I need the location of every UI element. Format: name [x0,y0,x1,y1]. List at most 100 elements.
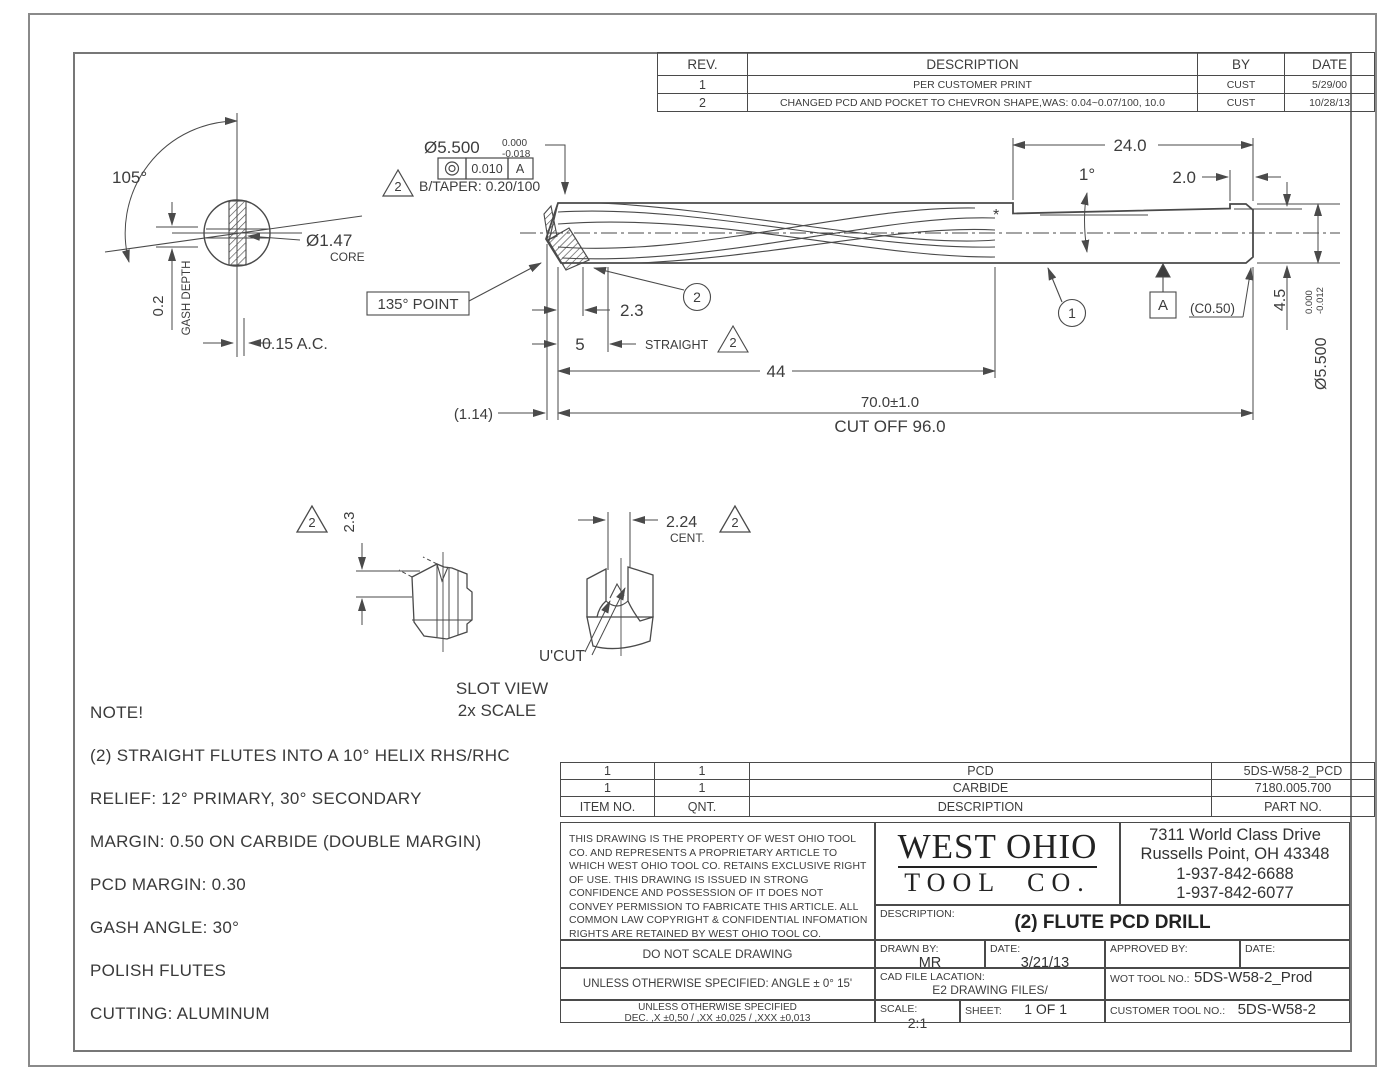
slot-view-title: SLOT VIEW [456,679,548,698]
address-line: Russells Point, OH 43348 [1140,845,1330,864]
shank-tol-lower: -0.012 [1315,287,1326,314]
leaders [366,262,1254,353]
wot-tool-no-value: 5DS-W58-2_Prod [1194,969,1313,986]
slot-view-scale: 2x SCALE [458,701,536,720]
front-callout [381,144,569,197]
drawn-by-value: MR [918,955,942,971]
slot-detail-views [295,504,752,656]
rev-col-header: REV. [657,52,748,76]
drill-outline [545,202,1254,264]
rev-1-date: 5/29/00 [1284,75,1375,94]
table-row: 2 CHANGED PCD AND POCKET TO CHEVRON SHAP… [657,93,1375,112]
note-line: (2) STRAIGHT FLUTES INTO A 10° HELIX RHS… [90,746,510,765]
date-label: DATE: [990,943,1021,955]
dim-70: 70.0±1.0 [861,394,919,411]
do-not-scale-cell: DO NOT SCALE DRAWING [560,940,875,968]
by-col-header: BY [1197,52,1285,76]
core-label: CORE [330,250,365,264]
description-col-header: DESCRIPTION [747,52,1198,76]
rev-flag-left-detail: 2 [308,515,315,530]
rev-flag-btaper: 2 [394,179,401,194]
gash-depth-value: 0.2 [150,296,167,317]
note-line: MARGIN: 0.50 ON CARBIDE (DOUBLE MARGIN) [90,832,482,851]
table-row: 1 1 PCD 5DS-W58-2_PCD [560,762,1375,780]
scale-label: SCALE: [880,1003,918,1015]
ac-dim: 0.15 A.C. [262,336,328,353]
front-callout-text: Ø5.500 0.000 -0.018 0.010 A 2 B/TAPER: 0… [394,138,540,194]
bom-qnt: 1 [654,762,750,780]
phone-number: 1-937-842-6688 [1176,864,1294,883]
dim-44: 44 [767,362,786,381]
customer-tool-no-label: CUSTOMER TOOL NO.: [1110,1005,1226,1017]
dim-2-0: 2.0 [1172,168,1196,187]
cutoff-note: CUT OFF 96.0 [834,417,945,436]
dim-1-14: (1.14) [454,406,493,423]
svg-text:Ø5.500: Ø5.500 [1313,337,1330,390]
decimal-tolerance-line2: DEC. ,X ±0,50 / ,XX ±0,025 / ,XXX ±0,013 [624,1013,811,1024]
point-angle-label: 135° POINT [377,296,458,313]
decimal-tolerance-line1: UNLESS OTHERWISE SPECIFIED [638,1002,797,1013]
cad-file-cell: CAD FILE LACATION: E2 DRAWING FILES/ [875,968,1105,1000]
customer-tool-no-value: 5DS-W58-2 [1237,1001,1316,1018]
cad-file-label: CAD FILE LACATION: [880,971,985,983]
angle-105-dim: 105° [112,168,147,187]
gash-depth-label: GASH DEPTH [181,261,193,336]
wot-tool-no-cell: WOT TOOL NO.: 5DS-W58-2_Prod [1105,968,1350,1000]
note-line: CUTTING: ALUMINUM [90,1004,270,1023]
dimension-lines [498,141,1322,417]
flute-runout-star: * [993,207,999,224]
table-row: 1 PER CUSTOMER PRINT CUST 5/29/00 [657,75,1375,94]
drill-side-view [366,138,1340,420]
customer-tool-no-cell: CUSTOMER TOOL NO.: 5DS-W58-2 [1105,1000,1350,1023]
detail-dim-2-24: 2.24 [666,514,697,531]
bom-item: 1 [560,779,655,797]
bom-description: CARBIDE [749,779,1212,797]
part-no-header: PART NO. [1211,796,1375,817]
dim-24: 24.0 [1113,136,1146,155]
note-line: GASH ANGLE: 30° [90,918,240,937]
bom-description: PCD [749,762,1212,780]
bom-item: 1 [560,762,655,780]
note-line: RELIEF: 12° PRIMARY, 30° SECONDARY [90,789,422,808]
fcf-tolerance: 0.010 [471,162,502,176]
address-line: 7311 World Class Drive [1149,826,1321,844]
side-view-text: 135° POINT 2 1 A (C0.50) * 2.3 5 STRAIGH… [377,136,1330,436]
notes-block: NOTE! (2) STRAIGHT FLUTES INTO A 10° HEL… [90,703,510,1024]
fcf-datum-ref: A [516,162,525,176]
rev-2-date: 10/28/13 [1284,93,1375,112]
approved-date-cell: DATE: [1240,940,1350,968]
item-no-header: ITEM NO. [560,796,655,817]
table-row: 1 1 CARBIDE 7180.005.700 [560,779,1375,797]
note-line: PCD MARGIN: 0.30 [90,875,246,894]
bom-header-row: ITEM NO. QNT. DESCRIPTION PART NO. [560,796,1375,817]
bom-part-no: 7180.005.700 [1211,779,1375,797]
rev-flag-straight: 2 [729,335,736,350]
rev-2: 2 [657,93,748,112]
rev-flag-right-detail: 2 [731,515,738,530]
note-line: POLISH FLUTES [90,961,227,980]
drawn-by-label: DRAWN BY: [880,943,939,955]
rev-1: 1 [657,75,748,94]
company-name-line2: TOOL CO. [904,867,1091,897]
wot-tool-no-label: WOT TOOL NO.: [1110,973,1190,985]
angle-tolerance-text: UNLESS OTHERWISE SPECIFIED: ANGLE ± 0° 1… [582,978,853,990]
rev-2-description: CHANGED PCD AND POCKET TO CHEVRON SHAPE,… [747,93,1198,112]
chisel-hatch [228,200,247,266]
core-dia-dim: Ø1.47 [306,231,352,250]
end-view-text: 105° Ø1.47 CORE 0.2 GASH DEPTH 0.15 A.C. [112,168,365,353]
end-view [104,113,363,357]
shank-dia-dim: Ø5.500 0.000 -0.012 [1304,287,1330,390]
dim-2-3: 2.3 [620,301,644,320]
rev-1-by: CUST [1197,75,1285,94]
do-not-scale-text: DO NOT SCALE DRAWING [642,947,793,961]
detail-text: 2 2.3 2.24 CENT. 2 U'CUT SLOT VIEW 2x SC… [308,512,738,720]
dim-1deg: 1° [1079,165,1095,184]
cad-file-value: E2 DRAWING FILES/ [932,983,1048,997]
approved-by-label: APPROVED BY: [1110,943,1188,955]
btaper-note: B/TAPER: 0.20/100 [419,178,540,194]
company-name-line1: WEST OHIO [897,827,1098,868]
angle-tolerance-cell: UNLESS OTHERWISE SPECIFIED: ANGLE ± 0° 1… [560,968,875,1000]
pcd-insert [547,227,590,271]
approved-by-cell: APPROVED BY: [1105,940,1240,968]
bom-qnt: 1 [654,779,750,797]
